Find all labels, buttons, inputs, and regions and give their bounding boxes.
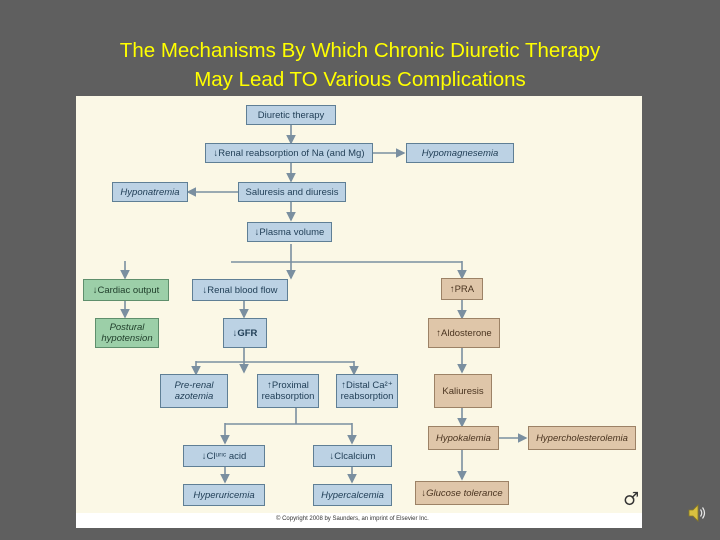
node-gfr: ↓GFR [223,318,267,348]
slide-title-line-1: The Mechanisms By Which Chronic Diuretic… [119,39,601,62]
node-cardiac-output: ↓Cardiac output [83,279,169,301]
node-hyponatremia: Hyponatremia [112,182,188,202]
node-hypercalcemia: Hypercalcemia [313,484,392,506]
node-hypomagnesemia: Hypomagnesemia [406,143,514,163]
node-aldosterone: ↑Aldosterone [428,318,500,348]
node-proximal-reabsorption: ↑Proximal reabsorption [257,374,319,408]
node-renal-blood-flow: ↓Renal blood flow [192,279,288,301]
node-calcium-clearance: ↓Clcalcium [313,445,392,467]
node-hypokalemia: Hypokalemia [428,426,499,450]
node-glucose-tolerance: ↓Glucose tolerance [415,481,509,505]
node-kaliuresis: Kaliuresis [434,374,492,408]
node-diuretic-therapy: Diuretic therapy [246,105,336,125]
node-uric-acid-clearance: ↓Clᵘʳᶦᶜ acid [183,445,265,467]
speaker-icon[interactable] [686,502,708,524]
node-pra: ↑PRA [441,278,483,300]
node-plasma-volume: ↓Plasma volume [247,222,332,242]
node-hypercholesterolemia: Hypercholesterolemia [528,426,636,450]
node-renal-reabsorption: ↓Renal reabsorption of Na (and Mg) [205,143,373,163]
node-hyperuricemia: Hyperuricemia [183,484,265,506]
elsevier-logo-icon: ♂ [623,489,640,510]
slide-title: The Mechanisms By Which Chronic Diuretic… [0,36,720,94]
node-saluresis: Saluresis and diuresis [238,182,346,202]
copyright-text: © Copyright 2008 by Saunders, an imprint… [276,516,429,522]
flowchart-figure: Diuretic therapy ↓Renal reabsorption of … [76,96,642,528]
copyright-bar [76,513,642,528]
flowchart-arrows [120,125,528,484]
node-postural-hypotension: Postural hypotension [95,318,159,348]
node-prerenal-azotemia: Pre-renal azotemia [160,374,228,408]
node-distal-reabsorption: ↑Distal Ca²⁺ reabsorption [336,374,398,408]
slide-title-line-2: May Lead TO Various Complications [194,68,526,91]
